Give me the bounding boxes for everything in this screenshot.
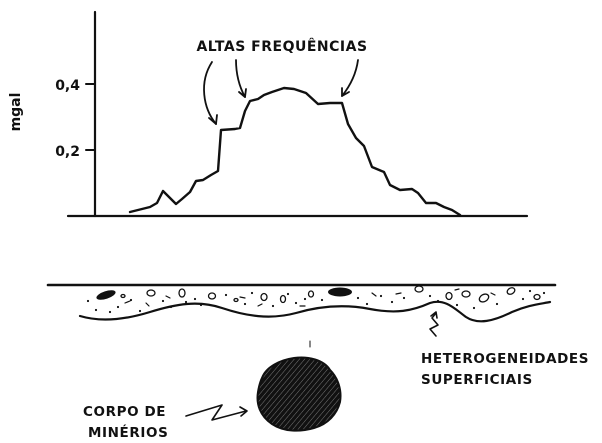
arrow-1-head bbox=[208, 114, 218, 125]
arrow-3 bbox=[341, 59, 359, 97]
ore-body-pointer bbox=[185, 404, 247, 421]
gravity-profile-chart: 0,4 0,2 mgal ALTAS FREQUÊNCIAS bbox=[8, 10, 529, 218]
weathered-layer-base bbox=[78, 300, 552, 323]
high-frequency-arrows bbox=[203, 59, 359, 125]
heterogeneities-pointer bbox=[429, 312, 439, 337]
pebbles bbox=[120, 285, 541, 304]
high-frequencies-label: ALTAS FREQUÊNCIAS bbox=[196, 38, 367, 55]
dark-pebble bbox=[96, 290, 116, 300]
arrow-1 bbox=[203, 61, 217, 125]
ore-body-pointer-head bbox=[239, 406, 248, 417]
surface-heterogeneities bbox=[86, 285, 546, 314]
gravity-anomaly-curve bbox=[128, 86, 462, 217]
dark-pebble bbox=[328, 287, 352, 297]
grains bbox=[86, 289, 546, 314]
heterogeneities-label-line1: HETEROGENEIDADES bbox=[421, 351, 589, 367]
arrow-3-head bbox=[341, 87, 350, 97]
ore-body-label-line2: MINÉRIOS bbox=[88, 424, 168, 441]
y-axis-unit-label: mgal bbox=[8, 93, 24, 132]
geological-section: HETEROGENEIDADES SUPERFICIAIS bbox=[46, 283, 589, 388]
ore-body-label-line1: CORPO DE bbox=[83, 404, 166, 420]
arrow-2-head bbox=[238, 88, 247, 98]
heterogeneities-pointer-head bbox=[430, 311, 438, 319]
ore-body-shape bbox=[256, 356, 342, 432]
arrow-2 bbox=[235, 59, 246, 98]
y-tick-label-0-2: 0,2 bbox=[55, 144, 80, 160]
dashes bbox=[124, 288, 496, 307]
heterogeneities-label-line2: SUPERFICIAIS bbox=[421, 372, 533, 388]
ore-body: CORPO DE MINÉRIOS bbox=[83, 356, 342, 441]
y-tick-label-0-4: 0,4 bbox=[55, 78, 80, 94]
